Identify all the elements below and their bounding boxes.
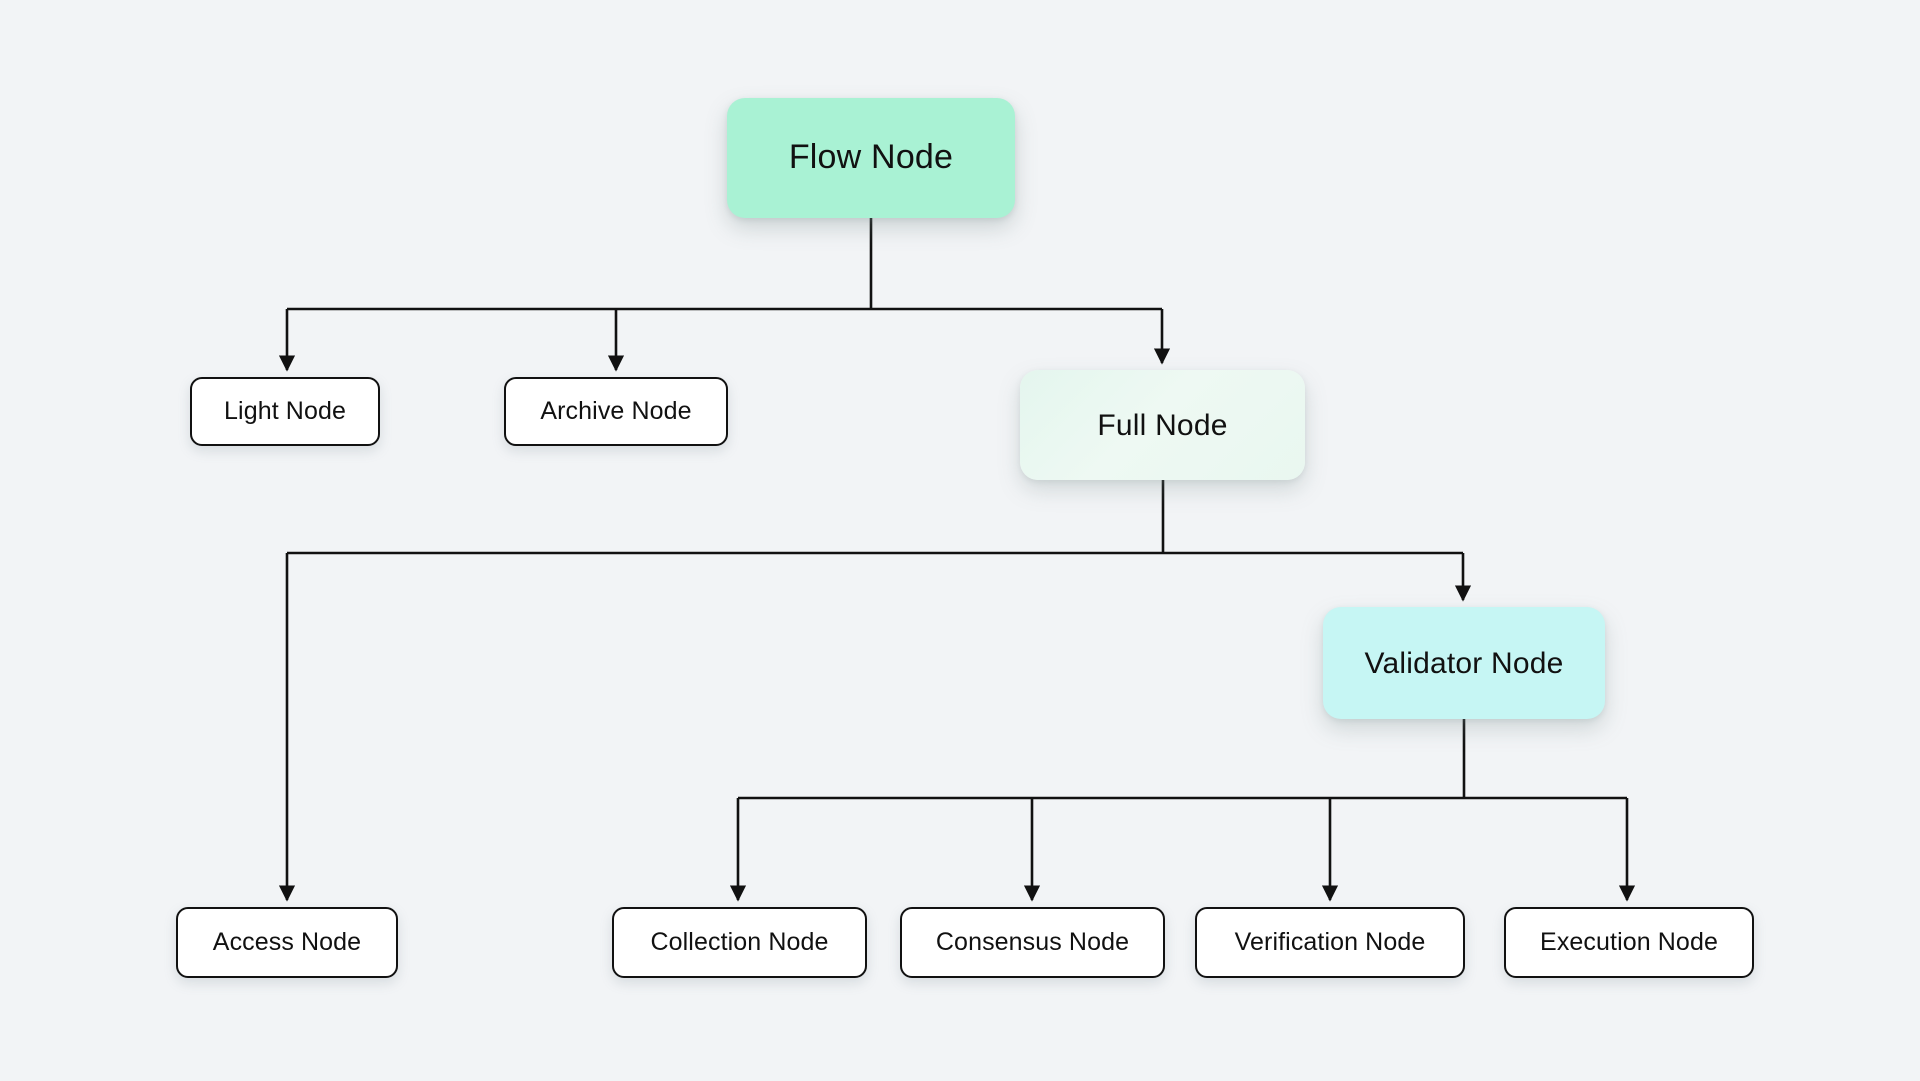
node-execution-label: Execution Node	[1540, 927, 1718, 956]
node-flow[interactable]: Flow Node	[727, 98, 1015, 218]
node-validator-label: Validator Node	[1364, 646, 1564, 680]
node-archive[interactable]: Archive Node	[504, 377, 728, 446]
node-full-label: Full Node	[1097, 408, 1228, 442]
node-consensus-label: Consensus Node	[935, 927, 1130, 956]
node-flow-label: Flow Node	[788, 138, 954, 177]
node-execution[interactable]: Execution Node	[1504, 907, 1754, 978]
node-verification-label: Verification Node	[1234, 927, 1426, 956]
node-access-label: Access Node	[212, 927, 362, 956]
node-collection[interactable]: Collection Node	[612, 907, 867, 978]
node-full[interactable]: Full Node	[1020, 370, 1305, 480]
edge-group-full	[278, 480, 1472, 902]
node-collection-label: Collection Node	[650, 927, 829, 956]
node-access[interactable]: Access Node	[176, 907, 398, 978]
node-light[interactable]: Light Node	[190, 377, 380, 446]
node-archive-label: Archive Node	[540, 396, 692, 425]
node-verification[interactable]: Verification Node	[1195, 907, 1465, 978]
node-consensus[interactable]: Consensus Node	[900, 907, 1165, 978]
edge-group-flow	[278, 218, 1171, 372]
node-validator[interactable]: Validator Node	[1323, 607, 1605, 719]
edge-group-validator	[729, 719, 1636, 902]
node-light-label: Light Node	[224, 396, 346, 425]
